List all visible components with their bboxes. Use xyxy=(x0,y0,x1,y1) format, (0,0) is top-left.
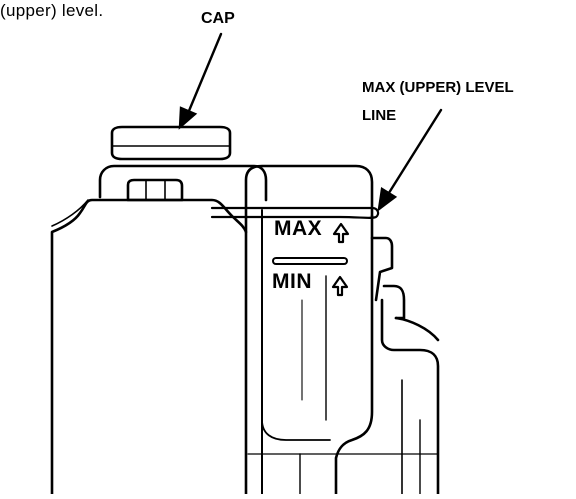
mounting-bracket xyxy=(247,236,440,496)
max-leader-line xyxy=(385,108,443,198)
max-arrowhead xyxy=(377,187,398,212)
top-caption-text: (upper) level. xyxy=(0,1,104,20)
cap-shape xyxy=(110,125,232,161)
max-up-arrow-icon xyxy=(332,222,350,244)
max-level-label-line-1: MAX (UPPER) LEVEL xyxy=(362,79,514,96)
cap-arrowhead xyxy=(178,106,198,130)
reservoir-front-body xyxy=(50,198,248,496)
min-marking-text: MIN xyxy=(272,270,312,293)
max-level-label-line-2: LINE xyxy=(362,107,397,124)
filler-neck xyxy=(98,164,268,202)
max-marking-text: MAX xyxy=(274,217,323,240)
cap-label: CAP xyxy=(201,10,235,27)
max-level-lip xyxy=(210,206,380,219)
min-level-bar xyxy=(272,257,348,265)
min-up-arrow-icon xyxy=(331,275,349,297)
block-edge-left xyxy=(51,199,89,227)
hex-nut xyxy=(126,178,184,202)
translucent-reservoir xyxy=(244,164,374,496)
cap-leader-line xyxy=(184,32,223,120)
